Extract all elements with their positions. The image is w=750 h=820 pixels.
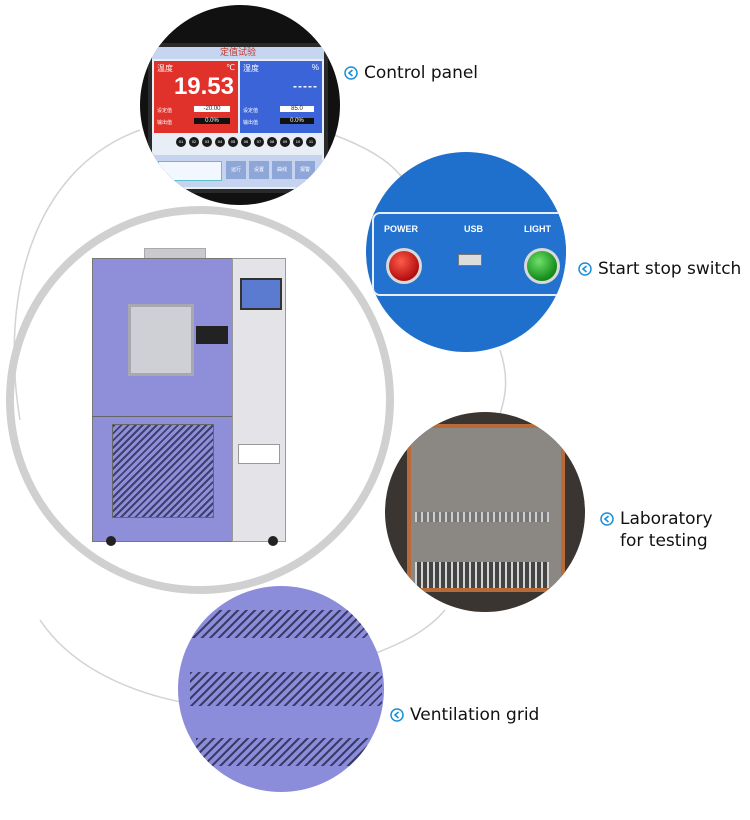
temp-unit: ℃ [226, 63, 235, 72]
screen-button-settings[interactable]: 设置 [249, 161, 269, 179]
vent-stripe [186, 610, 382, 638]
chamber-wheel-right [268, 536, 278, 546]
screen-buttons: 运行 设置 曲线 报警 [226, 161, 315, 179]
ventilation-grid-photo [178, 586, 384, 792]
back-arrow-icon [344, 66, 358, 80]
callout-control-panel: Control panel [344, 62, 478, 84]
indicator-09: 09 [280, 137, 290, 147]
temp-label: 温度 [157, 64, 173, 73]
screen-bezel: 定值试验 温度 ℃ 19.53 设定值 -20.00 输出值 0.0% 湿度 %… [148, 43, 328, 193]
callout-label: Start stop switch [598, 259, 742, 279]
screen-bottom-bar: 运行 设置 曲线 报警 [154, 155, 322, 187]
chamber-handle[interactable] [196, 326, 228, 344]
indicator-05: 05 [228, 137, 238, 147]
indicator-03: 03 [202, 137, 212, 147]
hum-value: ----- [293, 79, 318, 93]
switch-plate: POWER USB LIGHT [372, 212, 566, 296]
callout-label: Control panel [364, 63, 479, 83]
usb-label: USB [464, 224, 484, 234]
temp-set-label: 设定值 [157, 108, 173, 114]
interior-shelf [415, 512, 549, 522]
indicator-11: 11 [306, 137, 316, 147]
chamber-window [128, 304, 194, 376]
back-arrow-icon [578, 262, 592, 276]
hum-label: 湿度 [243, 64, 259, 73]
callout-ventilation: Ventilation grid [390, 704, 539, 726]
chamber-mini-screen [240, 278, 282, 310]
test-chamber [92, 248, 290, 548]
indicator-07: 07 [254, 137, 264, 147]
power-label: POWER [384, 224, 419, 234]
interior-bottom-grid [415, 562, 549, 588]
temp-set-value: -20.00 [194, 106, 230, 112]
hum-set-label: 设定值 [243, 108, 259, 114]
temp-out-label: 输出值 [157, 120, 173, 126]
chamber-door-line [92, 416, 232, 417]
laboratory-interior-photo [385, 412, 585, 612]
switch-panel-photo: POWER USB LIGHT [366, 152, 566, 352]
screen-title: 定值试验 [152, 47, 324, 59]
chamber-side-drawer[interactable] [238, 444, 280, 464]
callout-label-line1: Laboratory [620, 509, 713, 529]
hum-set-value: 85.0 [280, 106, 314, 112]
indicator-08: 08 [267, 137, 277, 147]
vent-stripe [196, 738, 382, 766]
control-panel-photo: 定值试验 温度 ℃ 19.53 设定值 -20.00 输出值 0.0% 湿度 %… [140, 5, 340, 205]
indicator-06: 06 [241, 137, 251, 147]
screen: 定值试验 温度 ℃ 19.53 设定值 -20.00 输出值 0.0% 湿度 %… [152, 47, 324, 189]
usb-port[interactable] [458, 254, 482, 266]
indicator-10: 10 [293, 137, 303, 147]
chamber-lower-grille [112, 424, 214, 518]
temp-value: 19.53 [173, 73, 234, 100]
screen-button-curve[interactable]: 曲线 [272, 161, 292, 179]
back-arrow-icon [600, 512, 614, 526]
callout-label-line2: for testing [620, 531, 708, 552]
hum-unit: % [311, 63, 319, 72]
screen-button-alarm[interactable]: 报警 [295, 161, 315, 179]
light-button[interactable] [524, 248, 560, 284]
vent-stripe [190, 672, 382, 706]
light-label: LIGHT [524, 224, 551, 234]
temp-out-value: 0.0% [194, 118, 230, 124]
indicator-02: 02 [189, 137, 199, 147]
hum-out-label: 输出值 [243, 120, 259, 126]
humidity-panel: 湿度 % ----- 设定值 85.0 输出值 0.0% [240, 61, 322, 133]
power-button[interactable] [386, 248, 422, 284]
screen-message-box [158, 161, 222, 181]
hum-out-value: 0.0% [280, 118, 314, 124]
indicator-row: 01 02 03 04 05 06 07 08 09 10 11 [176, 137, 316, 147]
back-arrow-icon [390, 708, 404, 722]
screen-button-run[interactable]: 运行 [226, 161, 246, 179]
chamber-wheel-left [106, 536, 116, 546]
indicator-04: 04 [215, 137, 225, 147]
callout-start-stop: Start stop switch [578, 258, 741, 280]
callout-laboratory: Laboratory for testing [600, 508, 713, 552]
temperature-panel: 温度 ℃ 19.53 设定值 -20.00 输出值 0.0% [154, 61, 238, 133]
callout-label: Ventilation grid [410, 705, 540, 725]
indicator-01: 01 [176, 137, 186, 147]
callout-label: Laboratory for testing [620, 508, 713, 552]
